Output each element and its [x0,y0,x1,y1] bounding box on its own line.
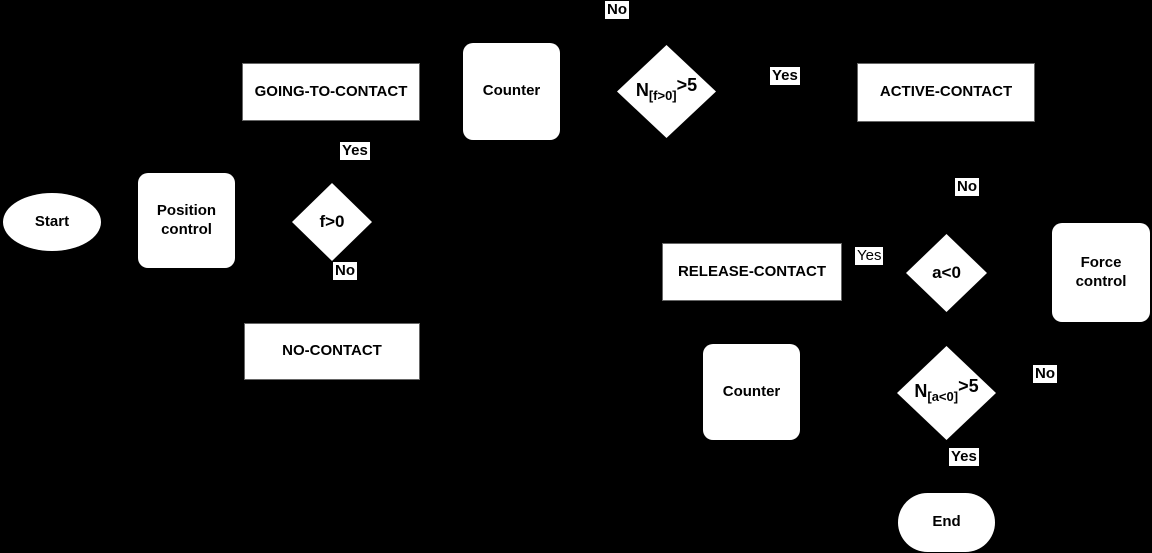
edge-label-yes-above-f: Yes [340,142,370,160]
counter-bottom-node: Counter [703,344,800,440]
no-contact-label: NO-CONTACT [282,342,382,360]
force-control-label: Force control [1075,253,1127,290]
decision-a-lt-0-node: a<0 [906,234,987,312]
start-node: Start [3,193,101,251]
counter-top-label: Counter [482,82,541,100]
edge-label-no-below-active: No [955,178,979,196]
going-to-contact-label: GOING-TO-CONTACT [254,82,408,100]
force-control-node: Force control [1052,223,1150,322]
decision-n-a-lt-0-node: N[a<0]>5 [897,346,996,440]
edge-label-no-right-of-na: No [1033,365,1057,383]
release-contact-label: RELEASE-CONTACT [677,262,827,280]
start-label: Start [34,212,70,230]
end-label: End [932,513,961,531]
no-contact-node: NO-CONTACT [244,323,420,380]
edge-label-no-top: No [605,1,629,19]
edge-label-yes-left-of-a: Yes [855,247,884,265]
position-control-node: Position control [138,173,235,268]
counter-top-node: Counter [463,43,560,140]
going-to-contact-node: GOING-TO-CONTACT [242,63,420,121]
position-control-label: Position control [156,201,217,238]
active-contact-label: ACTIVE-CONTACT [879,83,1013,101]
decision-f-gt-0-label: f>0 [319,212,345,232]
decision-n-f-gt-0-label: N[f>0]>5 [635,74,698,103]
edge-label-yes-after-nf: Yes [770,67,800,85]
decision-a-lt-0-label: a<0 [932,263,961,283]
active-contact-node: ACTIVE-CONTACT [857,63,1035,122]
counter-bottom-label: Counter [722,382,781,400]
decision-n-a-lt-0-label: N[a<0]>5 [914,376,979,405]
decision-n-f-gt-0-node: N[f>0]>5 [617,45,716,138]
edge-label-no-below-f: No [333,262,357,280]
edge-label-yes-below-na: Yes [949,448,979,466]
decision-f-gt-0-node: f>0 [292,183,372,261]
end-node: End [898,493,995,552]
release-contact-node: RELEASE-CONTACT [662,243,842,301]
